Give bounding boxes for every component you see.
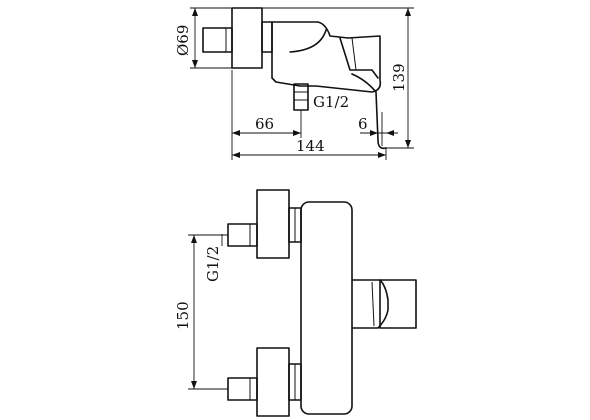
dim-diameter-arrow-bottom [192,60,198,68]
dim-height-arrow-top [405,8,411,16]
front-bottom-knob [256,347,290,417]
front-body [300,201,353,415]
front-lever-seam [371,281,375,327]
front-view: G1/2 150 [174,189,417,417]
dim-offset-arrow-left [232,130,240,136]
side-collar [261,21,273,53]
front-lever-handle [379,279,417,329]
side-inlet-connector [202,27,233,53]
label-spacing: 150 [174,301,192,330]
dim-offset-arrow-right [293,130,301,136]
label-diameter: Ø69 [174,25,192,56]
side-view: Ø69 G1/2 66 6 144 139 [174,7,414,160]
side-spout [351,73,387,150]
dim-gap-arrow-left [370,130,378,136]
label-gap: 6 [358,115,368,133]
dim-length-arrow-left [232,152,240,158]
front-top-knob [256,189,290,259]
side-outlet-nut [293,83,309,111]
label-height: 139 [390,63,408,92]
side-knob-disc [231,7,263,69]
dim-height-arrow-bottom [405,140,411,148]
label-offset: 66 [255,115,274,133]
side-body-outline [271,21,382,93]
side-body-seam [351,37,357,71]
dim-diameter-arrow-top [192,8,198,16]
front-bottom-inlet [227,377,258,401]
side-lever [289,29,379,79]
label-front-thread: G1/2 [204,246,222,282]
dim-spacing-arrow-top [191,235,197,243]
label-length: 144 [296,137,325,155]
dim-gap-arrow-right [386,130,394,136]
front-lever [351,279,389,329]
label-side-thread: G1/2 [313,93,349,111]
front-top-inlet [227,223,258,247]
dim-spacing-arrow-bottom [191,381,197,389]
dim-length-arrow-right [378,152,386,158]
